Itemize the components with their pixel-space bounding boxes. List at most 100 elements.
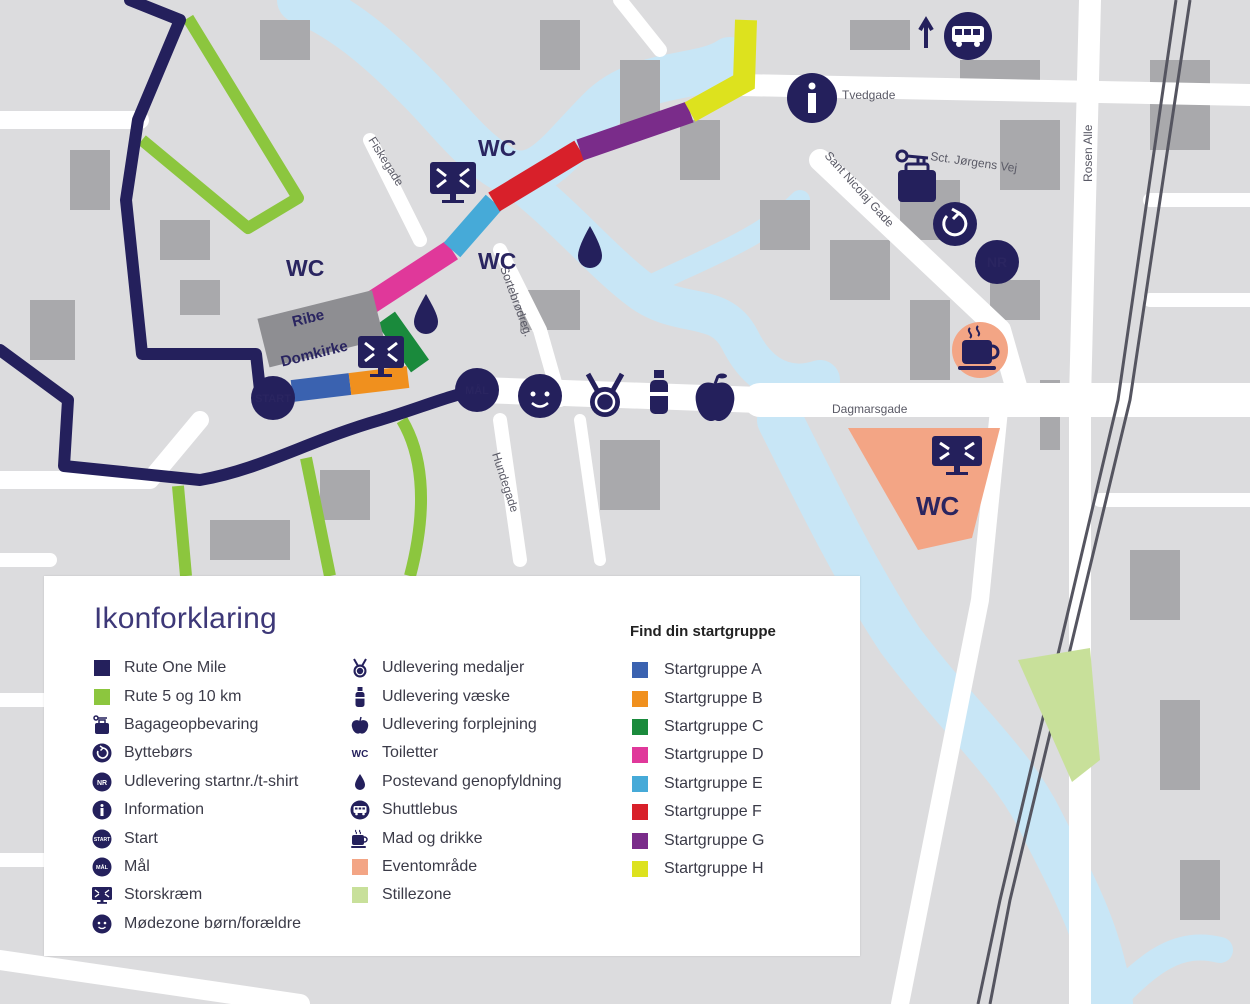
legend-startgroups: Startgruppe A Startgruppe B Startgruppe … <box>628 656 765 883</box>
drop-icon <box>414 294 438 334</box>
startgroup-label: Startgruppe B <box>664 689 763 707</box>
legend-label: Eventområde <box>382 857 478 875</box>
salmon-square-icon <box>352 858 368 875</box>
legend-item: Udlevering forplejning <box>350 711 562 739</box>
bus-icon <box>350 800 370 820</box>
wc-marker: WC <box>478 248 516 274</box>
startgroup-label: Startgruppe G <box>664 831 765 849</box>
screen-icon <box>92 885 112 905</box>
startgroup-label: Startgruppe D <box>664 746 764 764</box>
legend-item: Information <box>92 796 301 824</box>
nr-icon: NR <box>92 772 112 792</box>
swatch-b-icon <box>632 690 648 707</box>
street-tvedgade: Tvedgade <box>842 88 896 102</box>
legend-label: Udlevering medaljer <box>382 659 525 677</box>
legend-item: Stillezone <box>350 881 562 909</box>
legend-item: Udlevering medaljer <box>350 654 562 682</box>
legend-label: Mad og drikke <box>382 829 483 847</box>
legend-item: Udlevering væske <box>350 682 562 710</box>
finish-marker: MÅL <box>455 368 499 412</box>
swatch-c-icon <box>632 718 648 735</box>
startgroup-item: Startgruppe B <box>628 684 765 712</box>
startgroup-label: Startgruppe H <box>664 859 764 877</box>
legend-item: WC Toiletter <box>350 739 562 767</box>
start-marker: START <box>251 376 295 420</box>
startgroup-label: Startgruppe A <box>664 661 762 679</box>
legend-label: Stillezone <box>382 886 452 904</box>
info-icon <box>92 800 112 820</box>
svg-text:MÅL: MÅL <box>96 864 109 871</box>
startgroup-item: Startgruppe F <box>628 798 765 826</box>
startgroup-item: Startgruppe G <box>628 826 765 854</box>
nr-label: NR <box>987 254 1007 270</box>
wc-marker: WC <box>916 491 960 521</box>
legend-label: Mål <box>124 857 150 875</box>
child-icon <box>518 374 562 418</box>
wc-marker: WC <box>286 255 324 281</box>
medal-icon <box>585 372 625 417</box>
legend-panel: Ikonforklaring Rute One Mile Rute 5 og 1… <box>44 576 860 956</box>
legend-item: NR Udlevering startnr./t-shirt <box>92 768 301 796</box>
cup-icon <box>350 829 370 849</box>
startgroup-label: Startgruppe F <box>664 803 762 821</box>
startgroup-label: Startgruppe E <box>664 774 763 792</box>
luggage-icon <box>92 715 112 735</box>
legend-label: Postevand genopfyldning <box>382 772 562 790</box>
medal-icon <box>350 658 370 678</box>
apple-icon <box>695 373 735 422</box>
start-label: START <box>255 393 291 405</box>
luggage-icon <box>895 149 936 202</box>
legend-item: Shuttlebus <box>350 796 562 824</box>
start-icon: START <box>92 829 112 849</box>
drop-icon <box>350 772 370 792</box>
legend-item: Eventområde <box>350 853 562 881</box>
legend-item: Mødezone børn/forældre <box>92 910 301 938</box>
legend-item: Mad og drikke <box>350 824 562 852</box>
swatch-g-icon <box>632 832 648 849</box>
route-one-mile <box>0 0 484 486</box>
start-groups <box>290 19 757 402</box>
navy-square-icon <box>94 660 110 677</box>
swatch-f-icon <box>632 804 648 821</box>
landmark-domkirke: Ribe Domkirke <box>257 290 385 371</box>
legend-item: Postevand genopfyldning <box>350 768 562 796</box>
legend-icons-right: Udlevering medaljer Udlevering væske Udl… <box>350 654 562 910</box>
startgroup-label: Startgruppe C <box>664 717 764 735</box>
startgroup-item: Startgruppe A <box>628 656 765 684</box>
legend-item: MÅL Mål <box>92 853 301 881</box>
railway <box>976 0 1192 1004</box>
legend-item: Rute One Mile <box>92 654 301 682</box>
legend-label: Mødezone børn/forældre <box>124 914 301 932</box>
legend-label: Udlevering startnr./t-shirt <box>124 772 299 790</box>
startgroup-item: Startgruppe D <box>628 741 765 769</box>
lightgreen-square-icon <box>352 887 368 904</box>
legend-label: Bagageopbevaring <box>124 715 259 733</box>
screen-icon <box>932 436 982 475</box>
swap-icon <box>933 202 977 246</box>
legend-label: Udlevering forplejning <box>382 715 537 733</box>
wc-marker: WC <box>478 135 516 161</box>
legend-label: Start <box>124 829 158 847</box>
svg-text:START: START <box>94 837 110 843</box>
startgroups-title: Find din startgruppe <box>630 623 776 640</box>
legend-title: Ikonforklaring <box>94 602 277 635</box>
street-dagmarsgade: Dagmarsgade <box>832 402 908 416</box>
legend-item: Bagageopbevaring <box>92 711 301 739</box>
wc-icon: WC <box>350 743 370 763</box>
finish-label: MÅL <box>465 384 489 397</box>
nr-icon: NR <box>975 240 1019 284</box>
apple-icon <box>350 715 370 735</box>
startgroup-item: Startgruppe C <box>628 713 765 741</box>
bottle-icon <box>650 370 668 414</box>
legend-label: Information <box>124 801 205 819</box>
bottle-icon <box>350 686 370 707</box>
screen-icon <box>358 336 404 377</box>
legend-label: Udlevering væske <box>382 687 511 705</box>
route-5-10-km <box>138 14 428 578</box>
swatch-a-icon <box>632 662 648 679</box>
swatch-h-icon <box>632 860 648 877</box>
legend-label: Toiletter <box>382 744 439 762</box>
startgroup-item: Startgruppe H <box>628 855 765 883</box>
startgroup-item: Startgruppe E <box>628 770 765 798</box>
finish-icon: MÅL <box>92 857 112 877</box>
